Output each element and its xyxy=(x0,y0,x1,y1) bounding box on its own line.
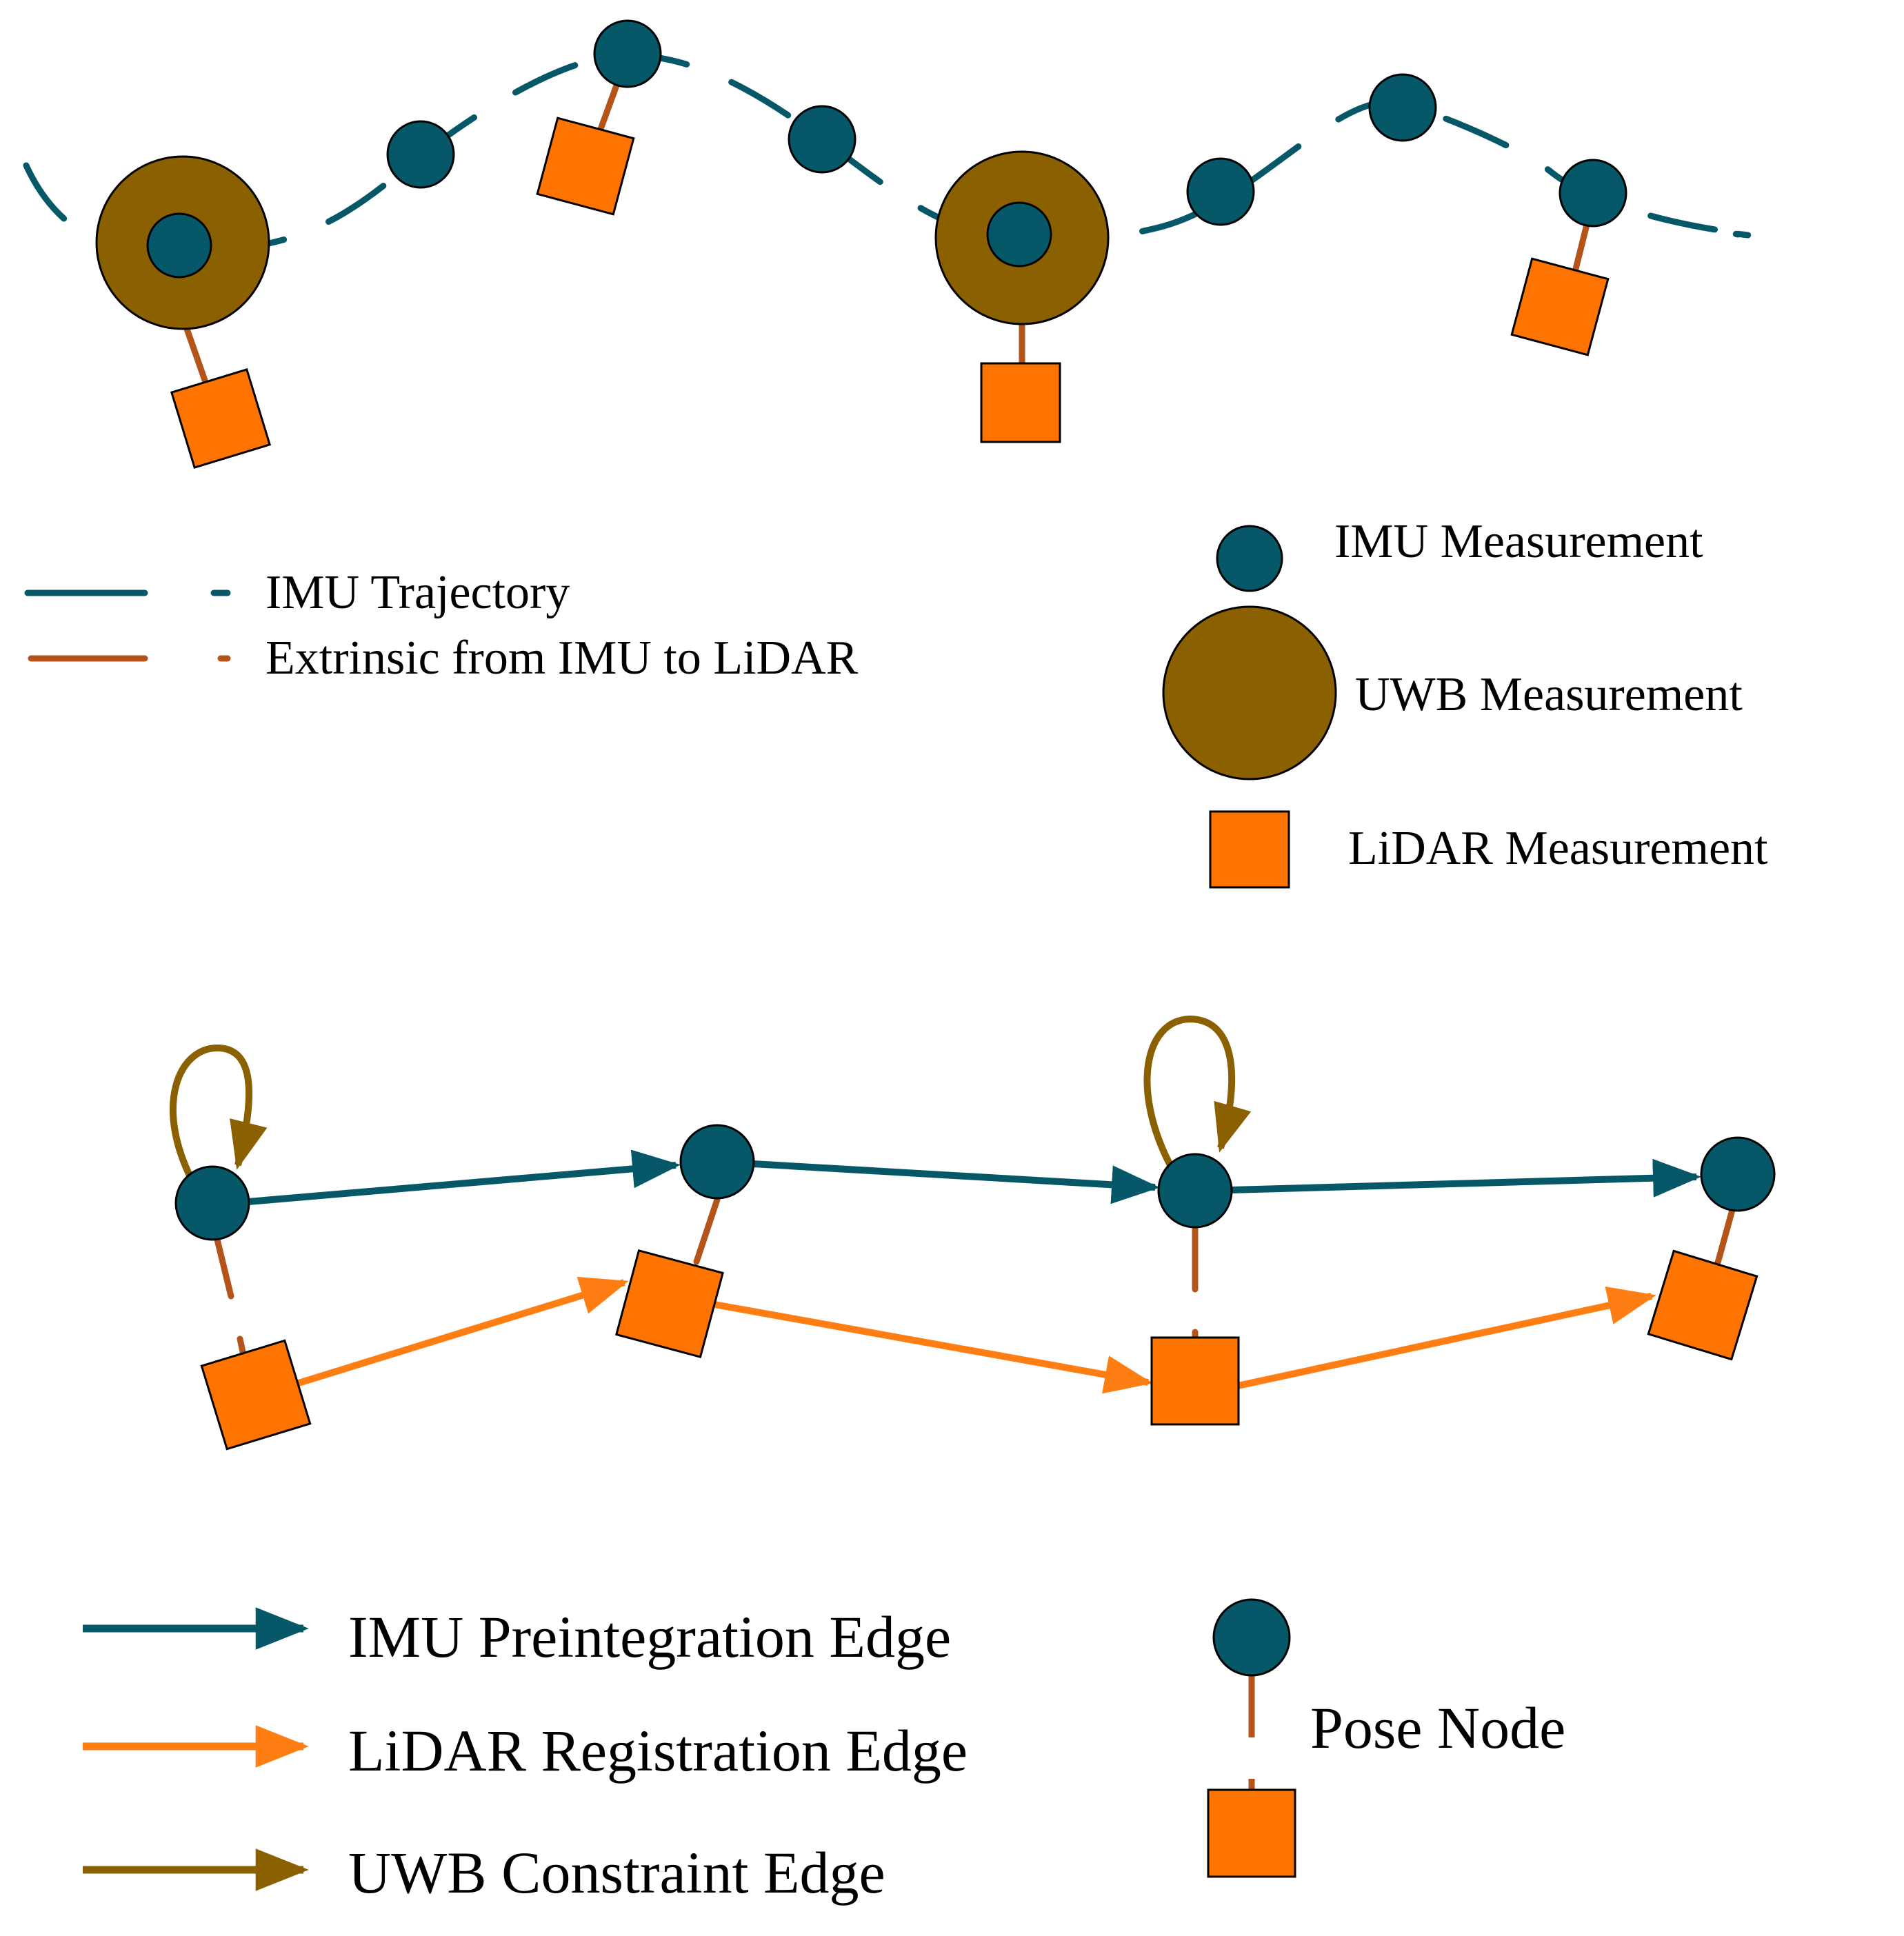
legend-lidar-edge-label: LiDAR Registration Edge xyxy=(348,1717,968,1784)
lidar-registration-edges xyxy=(288,1276,1656,1394)
legend-imu-trajectory-label: IMU Trajectory xyxy=(265,566,570,619)
legend-uwb-measurement-label: UWB Measurement xyxy=(1355,668,1743,721)
legend-pose-node-label: Pose Node xyxy=(1310,1695,1565,1761)
imu-preintegration-edges xyxy=(248,1149,1701,1205)
pose-nodes-lidar xyxy=(200,1249,1758,1451)
legend-uwb-edge-label: UWB Constraint Edge xyxy=(348,1839,885,1906)
imu-trajectory-top xyxy=(23,52,1758,252)
legend-uwb-measurement-icon xyxy=(1162,605,1337,780)
legend-imu-edge-label: IMU Preintegration Edge xyxy=(348,1604,951,1670)
legend-imu-measurement-label: IMU Measurement xyxy=(1334,515,1703,568)
legend-lidar-measurement-label: LiDAR Measurement xyxy=(1348,822,1768,875)
lidar-measurements-top xyxy=(170,117,1610,470)
legend-imu-measurement-icon xyxy=(1216,525,1283,592)
imu-measurements-top xyxy=(146,19,1627,279)
legend-lidar-measurement-icon xyxy=(1209,810,1290,889)
legend-pose-node-icon xyxy=(1207,1598,1296,1878)
pose-nodes-imu xyxy=(174,1124,1776,1241)
legend-extrinsic-label: Extrinsic from IMU to LiDAR xyxy=(265,632,859,685)
uwb-constraint-loops xyxy=(169,1015,1252,1178)
